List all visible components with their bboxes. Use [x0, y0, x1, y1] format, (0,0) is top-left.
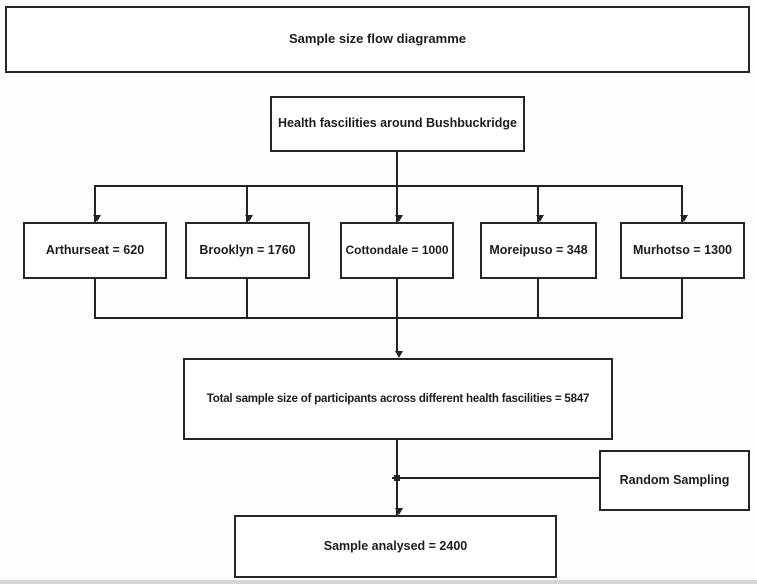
connector-drop-line [246, 185, 248, 222]
connector-drop-line [537, 185, 539, 222]
diagram-title: Sample size flow diagramme [288, 31, 466, 47]
total-sample-label: Total sample size of participants across… [206, 392, 590, 405]
arrowhead-down-icon [395, 351, 403, 358]
facility-label: Arthurseat = 620 [45, 242, 145, 257]
connector-junction-dot [394, 475, 400, 481]
sample-analysed-box: Sample analysed = 2400 [234, 515, 557, 578]
total-sample-box: Total sample size of participants across… [183, 358, 613, 440]
connector-rise-line [246, 279, 248, 319]
facility-label: Murhotso = 1300 [633, 242, 732, 257]
facility-box-cottondale: Cottondale = 1000 [340, 222, 454, 279]
arrowhead-down-icon [536, 215, 544, 222]
random-sampling-box: Random Sampling [599, 450, 750, 511]
connector-rise-line [681, 279, 683, 319]
connector-rise-line [537, 279, 539, 319]
arrowhead-down-icon [245, 215, 253, 222]
facility-box-moreipuso: Moreipuso = 348 [480, 222, 597, 279]
facility-label: Moreipuso = 348 [489, 242, 588, 257]
facility-label: Cottondale = 1000 [345, 243, 449, 257]
arrowhead-down-icon [680, 215, 688, 222]
connector-rise-line [396, 279, 398, 319]
connector-distribution-line [94, 185, 683, 187]
health-facilities-box: Health fascilities around Bushbuckridge [270, 96, 525, 152]
arrowhead-down-icon [395, 508, 403, 515]
connector-drop-line [94, 185, 96, 222]
connector-convergence-line [94, 317, 683, 319]
connector-rise-line [94, 279, 96, 319]
connector-root-vertical [396, 151, 398, 187]
facility-label: Brooklyn = 1760 [199, 242, 296, 257]
canvas-bottom-strip [0, 580, 757, 584]
arrowhead-down-icon [395, 215, 403, 222]
sample-analysed-label: Sample analysed = 2400 [323, 538, 468, 553]
connector-drop-line [681, 185, 683, 222]
health-facilities-label: Health fascilities around Bushbuckridge [278, 116, 517, 131]
facility-box-brooklyn: Brooklyn = 1760 [185, 222, 310, 279]
random-sampling-label: Random Sampling [619, 472, 730, 487]
connector-to-random-horizontal [392, 477, 599, 479]
connector-to-total-vertical [396, 317, 398, 353]
facility-box-murhotso: Murhotso = 1300 [620, 222, 745, 279]
arrowhead-down-icon [93, 215, 101, 222]
connector-drop-line [396, 185, 398, 222]
facility-box-arthurseat: Arthurseat = 620 [23, 222, 167, 279]
title-box: Sample size flow diagramme [5, 6, 750, 73]
